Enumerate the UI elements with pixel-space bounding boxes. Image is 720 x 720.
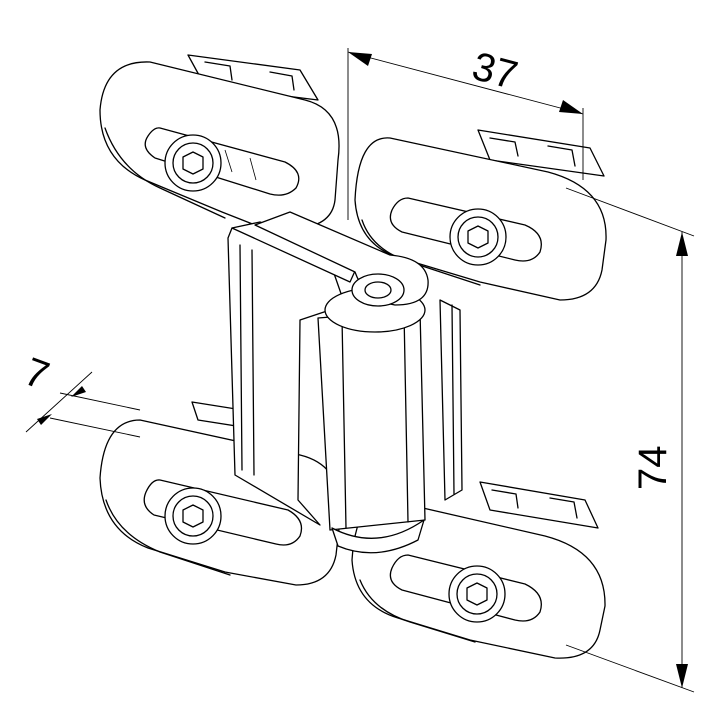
pivot-hole-icon xyxy=(364,281,392,299)
dimension-height: 74 xyxy=(565,187,695,693)
dimension-slot-offset: 7 xyxy=(19,350,141,438)
screw-bottom-right xyxy=(448,565,506,623)
bracket-top-left xyxy=(99,54,340,229)
pivot-arm xyxy=(254,211,429,307)
dimension-37-label: 37 xyxy=(468,44,522,98)
screw-top-right xyxy=(449,208,507,266)
hex-socket-icon xyxy=(182,151,204,175)
hex-socket-icon xyxy=(467,225,489,249)
screw-top-left xyxy=(164,134,222,192)
hex-socket-icon xyxy=(466,582,488,606)
bracket-bottom-left xyxy=(99,401,342,586)
hex-socket-icon xyxy=(182,504,204,528)
screw-bottom-left xyxy=(164,487,222,545)
dimension-74-label: 74 xyxy=(631,446,675,491)
hinge-barrel xyxy=(317,287,426,554)
dimension-7-label: 7 xyxy=(19,350,55,399)
hinge-leaf xyxy=(227,221,463,526)
